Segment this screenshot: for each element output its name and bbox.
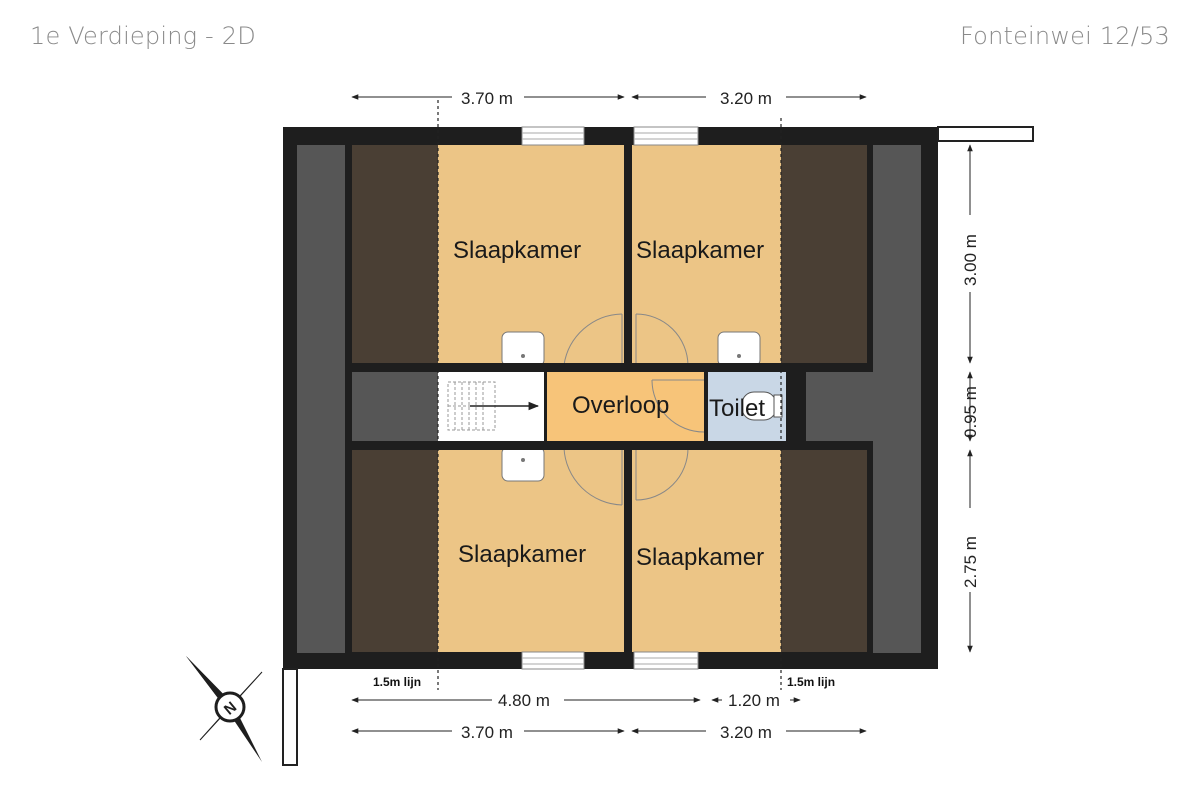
dim-bottom-right: 3.20 m bbox=[720, 723, 772, 742]
bedroom-bottom-left-label: Slaapkamer bbox=[458, 541, 586, 568]
dimension-lines bbox=[351, 94, 973, 734]
dim-right-top: 3.00 m bbox=[961, 234, 980, 286]
address-title: Fonteinwei 12/53 bbox=[960, 22, 1170, 50]
wall-toilet-right bbox=[786, 372, 806, 441]
landing bbox=[544, 372, 704, 441]
wall-toilet-left bbox=[704, 372, 708, 441]
line-1-5m-left-label: 1.5m lijn bbox=[373, 675, 421, 689]
wall-corridor-bottom bbox=[352, 441, 873, 450]
door-swings bbox=[563, 313, 705, 506]
toilet-label: Toilet bbox=[709, 395, 765, 422]
floor-title: 1e Verdieping - 2D bbox=[30, 22, 256, 50]
window-top-right bbox=[633, 126, 699, 146]
eave-top-left bbox=[352, 145, 438, 363]
eave-top-right bbox=[781, 145, 867, 363]
dim-right-mid: 0.95 m bbox=[961, 386, 980, 438]
window-top-left bbox=[521, 126, 585, 146]
wall-corridor-top bbox=[352, 363, 873, 372]
dim-top-left: 3.70 m bbox=[461, 89, 513, 108]
landing-label: Overloop bbox=[572, 392, 669, 419]
gutter-top-right bbox=[937, 126, 1034, 142]
wall-center-bottom bbox=[624, 441, 632, 652]
bedroom-bottom-right bbox=[632, 450, 781, 652]
gutter-bottom-left bbox=[282, 668, 298, 766]
wall-center-top bbox=[624, 145, 632, 372]
roof-edge-left bbox=[297, 145, 345, 653]
dim-right-bottom: 2.75 m bbox=[961, 536, 980, 588]
bedroom-top-right-label: Slaapkamer bbox=[636, 237, 764, 264]
toilet-tank bbox=[773, 394, 783, 418]
bedroom-top-left bbox=[438, 145, 624, 363]
roof-edge-right bbox=[873, 145, 921, 653]
bedroom-bottom-left bbox=[438, 450, 624, 652]
bedroom-top-right bbox=[632, 145, 781, 363]
radiator-bottom-left bbox=[501, 446, 545, 482]
eave-bottom-left bbox=[352, 450, 438, 652]
dim-bottom-total: 4.80 m bbox=[498, 691, 550, 710]
stair-treads bbox=[447, 381, 496, 431]
bedroom-bottom-right-label: Slaapkamer bbox=[636, 544, 764, 571]
window-bottom-right bbox=[633, 651, 699, 670]
dim-bottom-extra: 1.20 m bbox=[728, 691, 780, 710]
radiator-top-right bbox=[717, 331, 761, 367]
window-bottom-left bbox=[521, 651, 585, 670]
eave-bottom-right bbox=[781, 450, 867, 652]
dim-bottom-left: 3.70 m bbox=[461, 723, 513, 742]
radiator-top-left bbox=[501, 331, 545, 367]
compass-icon: N bbox=[186, 656, 263, 762]
corridor-side-left bbox=[352, 372, 438, 441]
corridor-side-right bbox=[806, 372, 873, 441]
line-1-5m-right-label: 1.5m lijn bbox=[787, 675, 835, 689]
bedroom-top-left-label: Slaapkamer bbox=[453, 237, 581, 264]
dim-top-right: 3.20 m bbox=[720, 89, 772, 108]
